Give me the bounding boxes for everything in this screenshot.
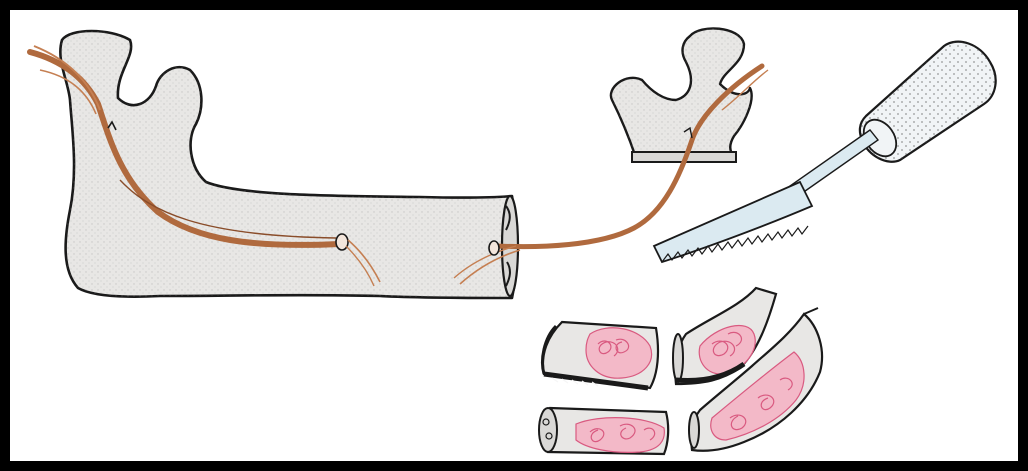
- graft-segment-1: [543, 322, 659, 388]
- graft-segment-3: [539, 408, 668, 454]
